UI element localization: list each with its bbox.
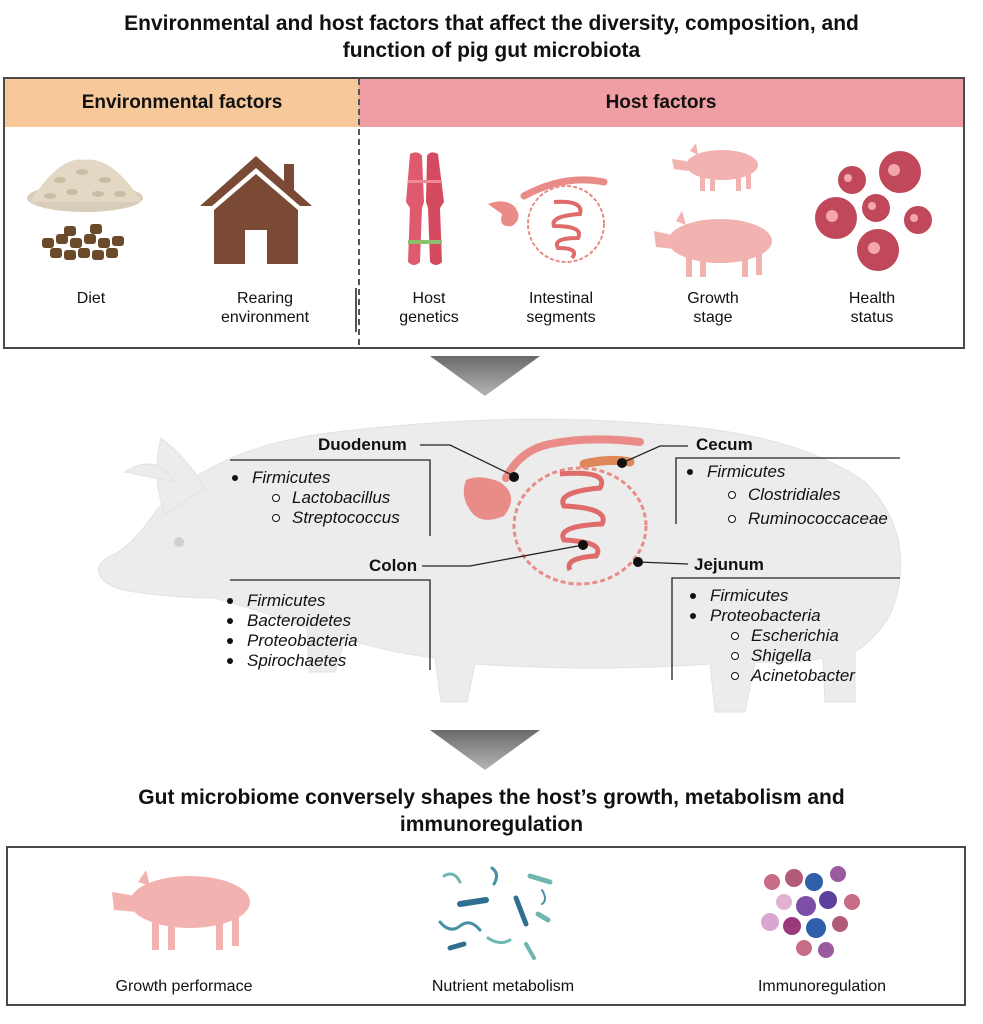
immune-cells-icon (761, 866, 860, 958)
cecum-taxon: Ruminococcaceae (728, 509, 888, 528)
colon-label: Colon (369, 556, 418, 575)
colon-taxon: Proteobacteria (227, 631, 358, 650)
virus-icon (815, 151, 932, 271)
jejunum-taxon-phylum: Firmicutes (689, 586, 789, 605)
jejunum-label: Jejunum (694, 555, 764, 574)
pig-silhouette (97, 418, 902, 713)
top-title-line-2: function of pig gut microbiota (342, 39, 641, 62)
factors-divider (358, 79, 360, 345)
colon-taxon: Firmicutes (226, 591, 326, 610)
down-arrow-icon (430, 730, 540, 770)
duodenum-taxon-genus: Lactobacillus (271, 488, 391, 507)
top-title-line-1: Environmental and host factors that affe… (124, 12, 859, 35)
environmental-factors-header: Environmental factors (5, 79, 359, 127)
jejunum-taxon-phylum: Proteobacteria (690, 606, 821, 625)
duodenum-label: Duodenum (318, 435, 407, 454)
outcome-growth-label: Growth performace (115, 978, 253, 995)
house-icon (200, 156, 312, 264)
chromosome-icon (406, 152, 444, 265)
colon-taxon: Bacteroidetes (227, 611, 351, 630)
cecum-label: Cecum (696, 435, 753, 454)
duodenum-taxon-genus: Streptococcus (272, 508, 400, 527)
outcome-metabolism-label: Nutrient metabolism (431, 978, 575, 995)
factors-panel (3, 77, 965, 349)
growing-pigs-icon (654, 143, 772, 277)
colon-taxon: Spirochaetes (226, 651, 347, 670)
bacteria-icon (438, 866, 553, 960)
jejunum-taxon-genus: Acinetobacter (731, 666, 855, 685)
host-factors-header: Host factors (359, 79, 963, 127)
bottom-title-line-2: immunoregulation (399, 813, 584, 836)
divider-tick (355, 288, 357, 332)
pig-icon (112, 870, 250, 950)
jejunum-taxon-genus: Shigella (731, 646, 812, 665)
cecum-taxon: Clostridiales (728, 485, 841, 504)
intestine-icon (488, 176, 608, 263)
factor-label-diet: Diet (76, 290, 106, 307)
diet-icon (27, 159, 143, 260)
bottom-title-line-1: Gut microbiome conversely shapes the hos… (138, 786, 845, 809)
jejunum-taxon-genus: Escherichia (731, 626, 839, 645)
outcomes-panel (6, 846, 966, 1006)
cecum-taxon-phylum: Firmicutes (686, 462, 786, 481)
duodenum-taxon-phylum: Firmicutes (231, 468, 331, 487)
down-arrow-icon (430, 356, 540, 396)
outcome-immunoregulation-label: Immunoregulation (757, 978, 887, 995)
